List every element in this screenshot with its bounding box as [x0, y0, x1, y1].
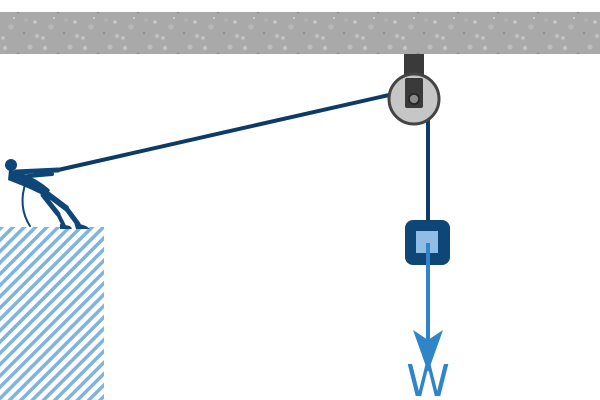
hanging-mass [405, 220, 450, 265]
person-pulling-rope-icon [5, 159, 90, 229]
pulley-wheel [387, 72, 441, 126]
weight-force-arrow [413, 243, 443, 372]
hatched-ground-block [0, 227, 104, 400]
concrete-ceiling [0, 12, 600, 54]
weight-label: W [406, 356, 450, 400]
rope-slanted [56, 91, 400, 172]
